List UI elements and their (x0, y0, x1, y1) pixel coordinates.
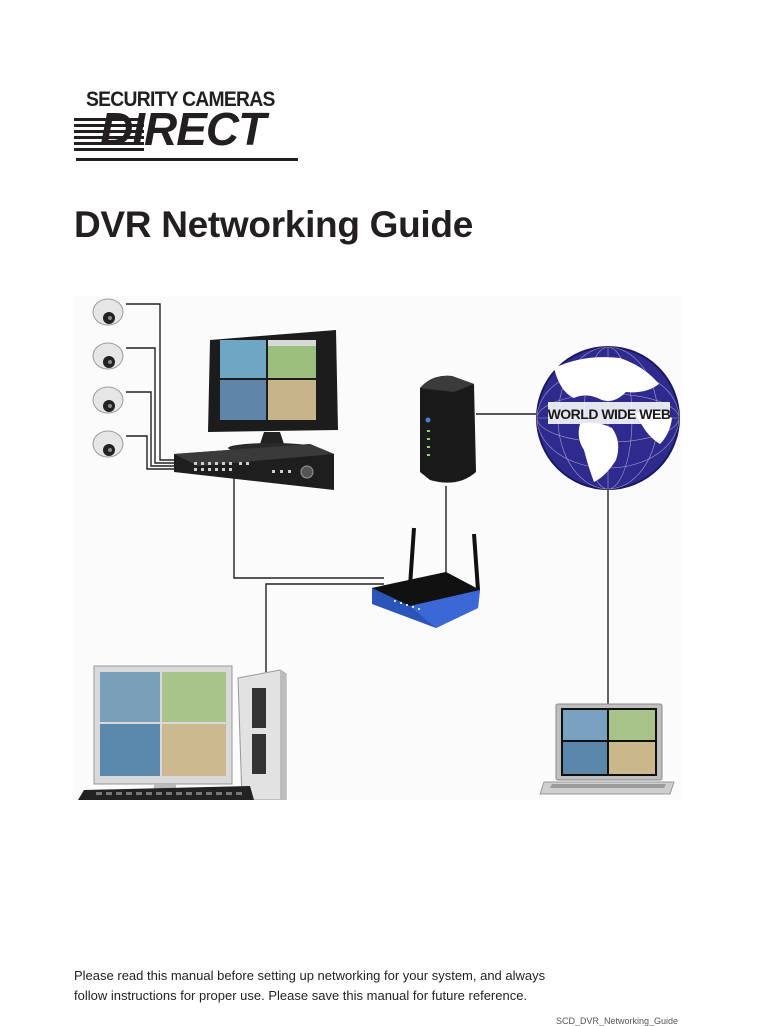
globe-label: WORLD WIDE WEB (548, 406, 671, 422)
globe-icon: WORLD WIDE WEB (536, 346, 680, 490)
camera-icon-3 (92, 386, 124, 414)
camera-cables (126, 303, 174, 470)
monitor-icon (208, 330, 338, 453)
desktop-tower-icon (237, 669, 287, 800)
modem-icon (420, 375, 476, 483)
logo-line1: SECURITY CAMERAS (86, 88, 275, 111)
disclaimer-text: Please read this manual before setting u… (74, 968, 546, 1003)
camera-icon-2 (92, 342, 124, 370)
camera-icon-1 (92, 298, 124, 326)
dvr-icon (174, 444, 334, 490)
desktop-monitor-icon (93, 665, 233, 790)
company-logo: SECURITY CAMERAS DIRECT (74, 88, 298, 164)
logo-underline (76, 158, 298, 161)
logo-stripes (74, 118, 144, 160)
network-diagram: WORLD WIDE WEB (74, 296, 682, 800)
logo-line2: DIRECT (100, 103, 266, 155)
network-diagram-svg: WORLD WIDE WEB (78, 298, 680, 800)
keyboard-icon (78, 786, 254, 800)
router-icon (372, 527, 480, 628)
network-cables (233, 413, 609, 706)
laptop-icon (539, 703, 675, 795)
page-title: DVR Networking Guide (74, 204, 473, 245)
footer-filename: SCD_DVR_Networking_Guide (556, 1016, 679, 1026)
camera-icon-4 (92, 430, 124, 458)
